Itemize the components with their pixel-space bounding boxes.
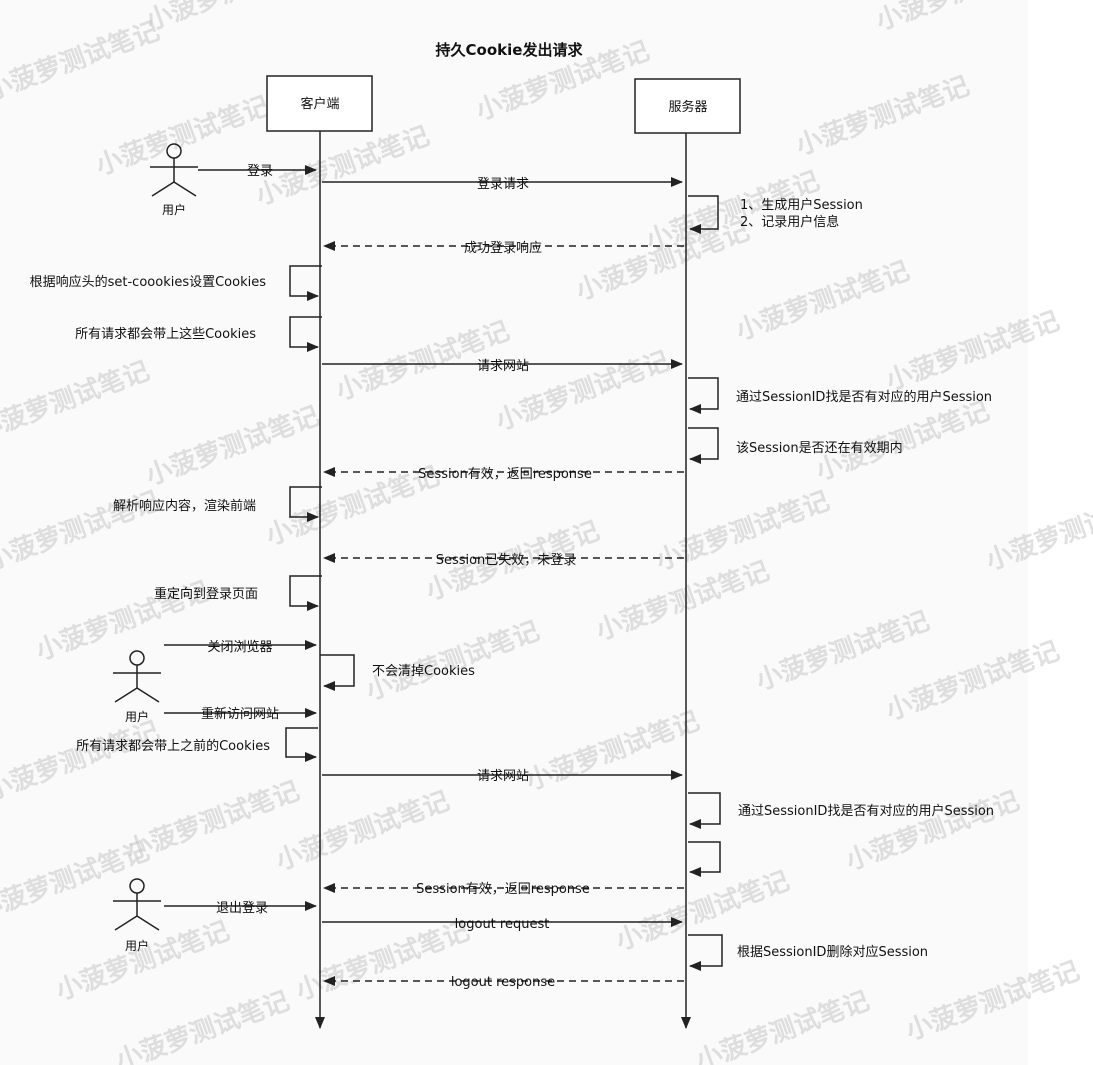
watermark: 小菠萝测试笔记 [0, 355, 153, 446]
watermark: 小菠萝测试笔记 [262, 460, 444, 551]
server-lifeline-label: 服务器 [668, 99, 707, 115]
watermark: 小菠萝测试笔记 [52, 915, 234, 1006]
watermark: 小菠萝测试笔记 [112, 985, 294, 1065]
watermark: 小菠萝测试笔记 [692, 985, 874, 1065]
delete-session-self-arrow [688, 934, 723, 971]
carry-prev-cookies-label: 所有请求都会带上之前的Cookies [76, 738, 270, 754]
watermark: 小菠萝测试笔记 [252, 120, 434, 211]
carry-prev-cookies-self-arrow [285, 727, 318, 762]
user-actor-3-label: 用户 [125, 938, 149, 953]
session-valid-1-label: Session有效，返回response [418, 467, 592, 482]
user-actor-2-label: 用户 [125, 709, 149, 724]
login-label: 登录 [247, 164, 273, 179]
generate-session-label: 1、生成用户Session [740, 197, 863, 213]
session-valid-check-self-arrow [688, 427, 719, 464]
find-session-2-self-arrow [688, 792, 721, 829]
find-session-1-self-arrow [688, 377, 719, 414]
record-user-label: 2、记录用户信息 [740, 214, 839, 230]
session-valid-2-label: Session有效，返回response [416, 882, 590, 897]
watermark: 小菠萝测试笔记 [902, 955, 1084, 1046]
user-actor-2 [113, 650, 161, 703]
carry-cookies-label: 所有请求都会带上这些Cookies [75, 326, 256, 342]
watermark: 小菠萝测试笔记 [842, 785, 1024, 876]
server-lifeline-box [634, 78, 741, 134]
redirect-login-label: 重定向到登录页面 [154, 586, 258, 602]
watermark: 小菠萝测试笔记 [882, 305, 1064, 396]
watermark: 小菠萝测试笔记 [142, 0, 324, 37]
request-site-1-label: 请求网站 [477, 359, 529, 374]
watermark: 小菠萝测试笔记 [872, 0, 1054, 37]
find-session-2-label: 通过SessionID找是否有对应的用户Session [738, 803, 994, 819]
watermark: 小菠萝测试笔记 [752, 605, 934, 696]
watermark: 小菠萝测试笔记 [612, 865, 794, 956]
client-lifeline-box [266, 75, 373, 132]
watermark: 小菠萝测试笔记 [362, 615, 544, 706]
user-actor-3 [113, 878, 161, 931]
login-request-label: 登录请求 [477, 177, 529, 192]
watermark: 小菠萝测试笔记 [0, 15, 163, 106]
logout-request-label: logout request [455, 917, 550, 932]
request-site-2-label: 请求网站 [477, 769, 529, 784]
revisit-site-label: 重新访问网站 [201, 706, 279, 722]
find-session-1-label: 通过SessionID找是否有对应的用户Session [736, 389, 992, 405]
diagram-title: 持久Cookie发出请求 [436, 41, 584, 59]
set-cookies-label: 根据响应头的set-coookies设置Cookies [30, 274, 267, 290]
parse-response-label: 解析响应内容，渲染前端 [113, 498, 256, 514]
logout-response-label: logout response [451, 975, 555, 990]
set-cookies-self-arrow [289, 265, 322, 301]
watermark: 小菠萝测试笔记 [0, 835, 153, 926]
session-valid-check-label: 该Session是否还在有效期内 [736, 440, 903, 456]
watermark: 小菠萝测试笔记 [792, 70, 974, 161]
generate-session-self-arrow [688, 195, 719, 234]
carry-cookies-self-arrow [289, 316, 322, 352]
watermark: 小菠萝测试笔记 [0, 715, 163, 806]
watermark: 小菠萝测试笔记 [142, 400, 324, 491]
watermark: 小菠萝测试笔记 [292, 915, 474, 1006]
user-actor-1 [150, 143, 198, 197]
no-clear-cookies-label: 不会清掉Cookies [372, 664, 475, 679]
watermark: 小菠萝测试笔记 [982, 485, 1093, 576]
watermark: 小菠萝测试笔记 [732, 255, 914, 346]
parse-response-self-arrow [289, 486, 322, 522]
close-browser-label: 关闭浏览器 [207, 639, 272, 655]
session-check-2-self-arrow [688, 841, 721, 877]
user-actor-1-label: 用户 [162, 202, 186, 217]
delete-session-label: 根据SessionID删除对应Session [737, 944, 928, 960]
watermark: 小菠萝测试笔记 [882, 635, 1064, 726]
login-success-label: 成功登录响应 [464, 240, 542, 256]
watermark: 小菠萝测试笔记 [522, 705, 704, 796]
logout-label: 退出登录 [216, 901, 268, 916]
no-clear-cookies-self-arrow [320, 654, 355, 691]
redirect-login-self-arrow [289, 575, 322, 611]
client-lifeline-label: 客户端 [300, 96, 339, 112]
session-expired-label: Session已失效，未登录 [436, 553, 577, 568]
